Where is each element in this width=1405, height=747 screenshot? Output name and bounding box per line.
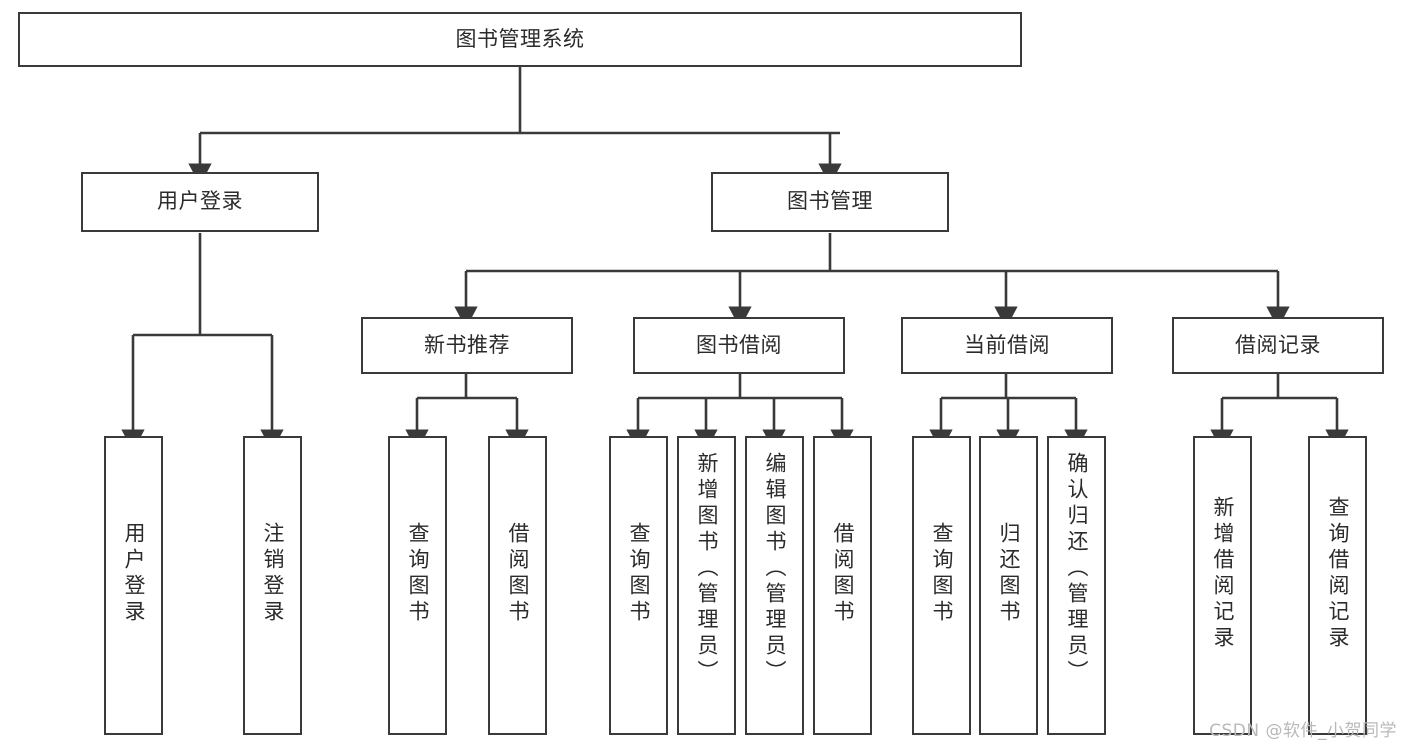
- node-leaf-borrow-book-new[interactable]: 借阅图书: [488, 436, 547, 735]
- node-leaf-query-book-borrow-label: 查询图书: [627, 522, 651, 626]
- node-book-management[interactable]: 图书管理: [711, 172, 949, 232]
- node-leaf-return-book-label: 归还图书: [997, 522, 1021, 626]
- node-leaf-user-login[interactable]: 用户登录: [104, 436, 163, 735]
- node-new-book-recommend-label: 新书推荐: [424, 332, 510, 357]
- node-leaf-query-book-borrow[interactable]: 查询图书: [609, 436, 668, 735]
- node-leaf-return-book[interactable]: 归还图书: [979, 436, 1038, 735]
- node-borrow-record-label: 借阅记录: [1235, 332, 1321, 357]
- node-book-borrow[interactable]: 图书借阅: [633, 317, 845, 374]
- node-leaf-query-book-new-label: 查询图书: [406, 522, 430, 626]
- node-new-book-recommend[interactable]: 新书推荐: [361, 317, 573, 374]
- node-root-label: 图书管理系统: [455, 26, 585, 51]
- node-leaf-query-book-new[interactable]: 查询图书: [388, 436, 447, 735]
- node-leaf-borrow-book-new-label: 借阅图书: [506, 522, 530, 626]
- node-leaf-user-login-label: 用户登录: [122, 522, 146, 626]
- node-current-borrow-label: 当前借阅: [964, 332, 1050, 357]
- node-leaf-logout-label: 注销登录: [261, 522, 285, 626]
- node-leaf-confirm-return-admin[interactable]: 确认归还（管理员）: [1047, 436, 1106, 735]
- node-leaf-logout[interactable]: 注销登录: [243, 436, 302, 735]
- node-leaf-add-borrow-record-label: 新增借阅记录: [1211, 496, 1235, 652]
- node-leaf-edit-book-admin[interactable]: 编辑图书（管理员）: [745, 436, 804, 735]
- node-borrow-record[interactable]: 借阅记录: [1172, 317, 1384, 374]
- node-leaf-add-book-admin[interactable]: 新增图书（管理员）: [677, 436, 736, 735]
- node-current-borrow[interactable]: 当前借阅: [901, 317, 1113, 374]
- node-leaf-query-book-current[interactable]: 查询图书: [912, 436, 971, 735]
- node-leaf-query-borrow-record[interactable]: 查询借阅记录: [1308, 436, 1367, 735]
- node-leaf-edit-book-admin-label: 编辑图书（管理员）: [763, 452, 787, 686]
- node-user-login-label: 用户登录: [157, 189, 243, 214]
- node-leaf-add-borrow-record[interactable]: 新增借阅记录: [1193, 436, 1252, 735]
- node-leaf-query-book-current-label: 查询图书: [930, 522, 954, 626]
- node-user-login[interactable]: 用户登录: [81, 172, 319, 232]
- watermark-text: CSDN @软件_小贺同学: [1209, 721, 1397, 741]
- node-leaf-borrow-book[interactable]: 借阅图书: [813, 436, 872, 735]
- node-leaf-add-book-admin-label: 新增图书（管理员）: [695, 452, 719, 686]
- node-root[interactable]: 图书管理系统: [18, 12, 1022, 67]
- node-book-management-label: 图书管理: [787, 189, 873, 214]
- node-leaf-borrow-book-label: 借阅图书: [831, 522, 855, 626]
- node-leaf-confirm-return-admin-label: 确认归还（管理员）: [1065, 452, 1089, 686]
- node-book-borrow-label: 图书借阅: [696, 332, 782, 357]
- node-leaf-query-borrow-record-label: 查询借阅记录: [1326, 496, 1350, 652]
